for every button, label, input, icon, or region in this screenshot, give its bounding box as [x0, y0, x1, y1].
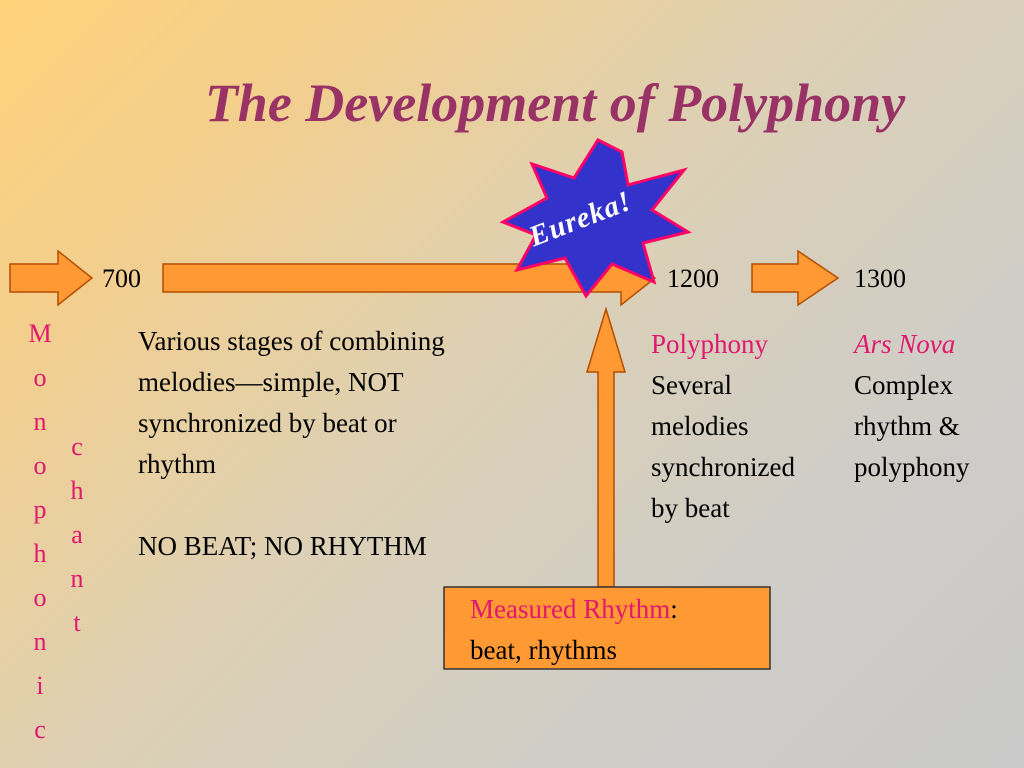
measured-rhythm-colon: : — [670, 594, 678, 624]
arrow-start — [9, 249, 94, 307]
no-beat-no-rhythm: NO BEAT; NO RHYTHM — [138, 531, 427, 561]
measured-rhythm-text: Measured Rhythm: beat, rhythms — [470, 589, 678, 671]
early-stages-line: melodies—simple, NOT — [138, 367, 404, 397]
polyphony-line: synchronized — [651, 452, 795, 482]
monophonic-letter: i — [36, 671, 44, 700]
monophonic-letter: c — [34, 715, 46, 744]
chant-letter: n — [70, 564, 84, 593]
eureka-starburst — [499, 138, 692, 299]
measured-rhythm-line-2: beat, rhythms — [470, 635, 617, 665]
monophonic-letter: o — [33, 583, 47, 612]
measured-rhythm-line-1: Measured Rhythm: — [470, 589, 678, 630]
ars-nova-block: Ars Nova Complex rhythm & polyphony — [854, 324, 970, 488]
early-stages-text: Various stages of combining melodies—sim… — [138, 321, 445, 485]
early-stages-line: synchronized by beat or — [138, 408, 397, 438]
monophonic-letter: p — [33, 495, 47, 524]
polyphony-line: by beat — [651, 493, 730, 523]
polyphony-line: melodies — [651, 411, 749, 441]
early-stages-line: rhythm — [138, 449, 216, 479]
monophonic-letter: n — [33, 627, 47, 656]
early-stages-line: Various stages of combining — [138, 326, 445, 356]
chant-vertical-label: c h a n t — [62, 425, 92, 645]
chant-letter: h — [70, 476, 84, 505]
measured-rhythm-heading: Measured Rhythm — [470, 594, 671, 624]
slide-title: The Development of Polyphony — [204, 73, 906, 133]
measured-rhythm-box — [443, 586, 771, 670]
monophonic-letter: M — [28, 319, 52, 348]
year-1200: 1200 — [667, 264, 719, 293]
polyphony-line: Several — [651, 370, 732, 400]
polyphony-block: Polyphony Several melodies synchronized … — [651, 324, 795, 529]
arrow-up-measured-rhythm — [585, 306, 627, 588]
ars-nova-heading: Ars Nova — [854, 329, 956, 359]
monophonic-letter: o — [33, 451, 47, 480]
ars-nova-line: polyphony — [854, 452, 970, 482]
monophonic-letter: o — [33, 363, 47, 392]
ars-nova-line: Complex — [854, 370, 953, 400]
arrow-1200-to-1300 — [751, 249, 840, 307]
ars-nova-line: rhythm & — [854, 411, 960, 441]
year-700: 700 — [102, 264, 141, 293]
chant-letter: a — [71, 520, 83, 549]
monophonic-letter: h — [33, 539, 47, 568]
monophonic-letter: n — [33, 407, 47, 436]
monophonic-vertical-label: M o n o p h o n i c — [22, 312, 58, 752]
year-1300: 1300 — [854, 264, 906, 293]
chant-letter: c — [71, 432, 83, 461]
polyphony-heading: Polyphony — [651, 329, 769, 359]
chant-letter: t — [73, 608, 81, 637]
